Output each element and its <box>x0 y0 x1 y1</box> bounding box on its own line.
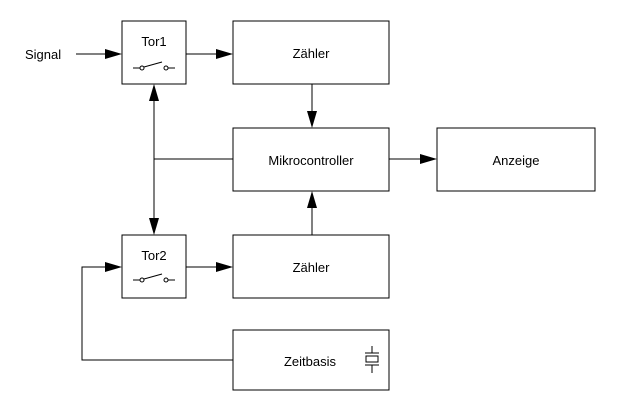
display-block: Anzeige <box>436 127 596 192</box>
timebase-block: Zeitbasis <box>232 329 390 391</box>
crystal-oscillator-icon <box>365 346 379 373</box>
counter2-label: Zähler <box>293 260 331 275</box>
signal-to-gate1-arrow <box>76 49 122 59</box>
display-label: Anzeige <box>493 153 540 168</box>
gate2-switch-icon <box>133 273 175 283</box>
gate1-switch-icon <box>133 61 175 71</box>
timebase-to-gate2-arrow <box>81 262 233 361</box>
gate2-label: Tor2 <box>141 248 166 263</box>
mcu-to-display-arrow <box>389 154 437 164</box>
gate1-to-counter1-arrow <box>186 49 233 59</box>
microcontroller-label: Mikrocontroller <box>268 153 354 168</box>
counter1-block: Zähler <box>232 20 390 85</box>
counter1-to-mcu-arrow <box>307 84 317 128</box>
gate1-label: Tor1 <box>141 34 166 49</box>
counter2-block: Zähler <box>232 234 390 299</box>
counter2-to-mcu-arrow <box>307 191 317 235</box>
microcontroller-block: Mikrocontroller <box>232 127 390 192</box>
gate2-to-counter2-arrow <box>186 262 233 272</box>
counter1-label: Zähler <box>293 46 331 61</box>
gate1-block: Tor1 <box>121 20 187 85</box>
signal-input-label: Signal <box>25 47 61 62</box>
timebase-label: Zeitbasis <box>284 354 337 369</box>
gate2-block: Tor2 <box>121 234 187 299</box>
mcu-gate-control-line <box>149 84 233 235</box>
